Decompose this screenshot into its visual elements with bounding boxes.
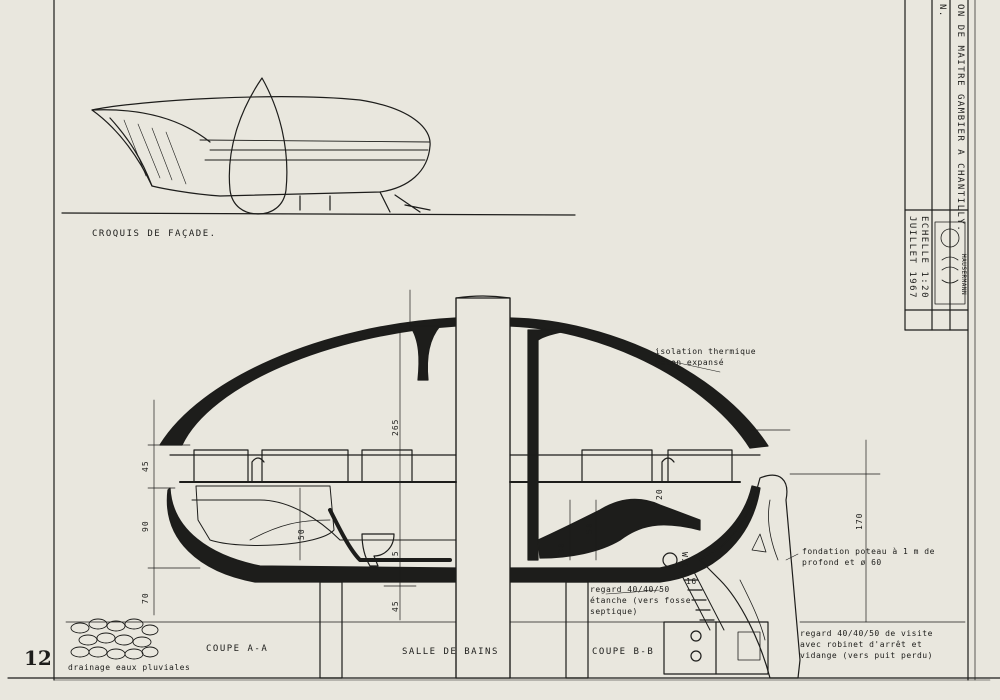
wc-number: 16 bbox=[686, 577, 697, 586]
dim-45-bottom: 45 bbox=[391, 600, 400, 612]
drainage-stones bbox=[70, 618, 159, 660]
manhole-note-right-line3: vidange (vers puit perdu) bbox=[800, 651, 933, 660]
insulation-note-line2: béton expansé bbox=[655, 358, 725, 367]
cross-section-drawing bbox=[65, 289, 966, 679]
page-number: 12 bbox=[24, 646, 52, 670]
approval-stamp bbox=[934, 221, 966, 305]
dim-90: 90 bbox=[141, 520, 150, 532]
foundation-wedge bbox=[699, 474, 801, 679]
manhole-note-right-line1: regard 40/40/50 de visite bbox=[800, 629, 933, 638]
sheet-border bbox=[7, 0, 1000, 681]
dim-45-top: 45 bbox=[141, 460, 150, 472]
drainage-note: drainage eaux pluviales bbox=[68, 663, 191, 672]
room-label: SALLE DE BAINS bbox=[402, 647, 499, 657]
dim-25: 25 bbox=[391, 550, 400, 562]
dim-50: 50 bbox=[297, 528, 306, 540]
foundation-note-line2: profond et ø 60 bbox=[802, 558, 882, 567]
coupe-aa-label: COUPE A-A bbox=[206, 644, 269, 654]
coupe-bb-label: COUPE B-B bbox=[592, 647, 655, 657]
stamp-text: HAUSERMANN bbox=[960, 254, 967, 296]
dim-170: 170 bbox=[855, 512, 864, 530]
title-project-line1: ON DE MAITRE GAMBIER A CHANTILLY. bbox=[955, 4, 965, 233]
left-shell bbox=[159, 317, 457, 446]
title-scale: ECHELLE 1:20 bbox=[919, 216, 929, 300]
wc-label: W.C bbox=[680, 552, 689, 568]
title-date: JUILLET 1967 bbox=[907, 216, 917, 300]
manhole-note-left-line1: regard 40/40/50 bbox=[590, 585, 670, 594]
dim-20: 20 bbox=[655, 488, 664, 500]
foundation-note-line1: fondation poteau à 1 m de bbox=[802, 547, 935, 556]
facade-sketch bbox=[61, 77, 576, 216]
dim-50b: 50 bbox=[585, 522, 594, 534]
manhole-note-right-line2: avec robinet d'arrêt et bbox=[800, 640, 923, 649]
dimension-lines bbox=[147, 289, 881, 623]
dim-70: 70 bbox=[141, 592, 150, 604]
dim-265: 265 bbox=[391, 418, 400, 436]
dim-30: 30 bbox=[557, 542, 566, 554]
manhole-note-left-line3: septique) bbox=[590, 607, 638, 616]
right-shell bbox=[509, 317, 769, 449]
insulation-note-line1: isolation thermique bbox=[655, 347, 757, 356]
manhole-note-left-line2: étanche (vers fosse bbox=[590, 596, 692, 605]
facade-caption: CROQUIS DE FAÇADE. bbox=[92, 229, 217, 239]
title-project-line2: N. bbox=[937, 4, 947, 18]
